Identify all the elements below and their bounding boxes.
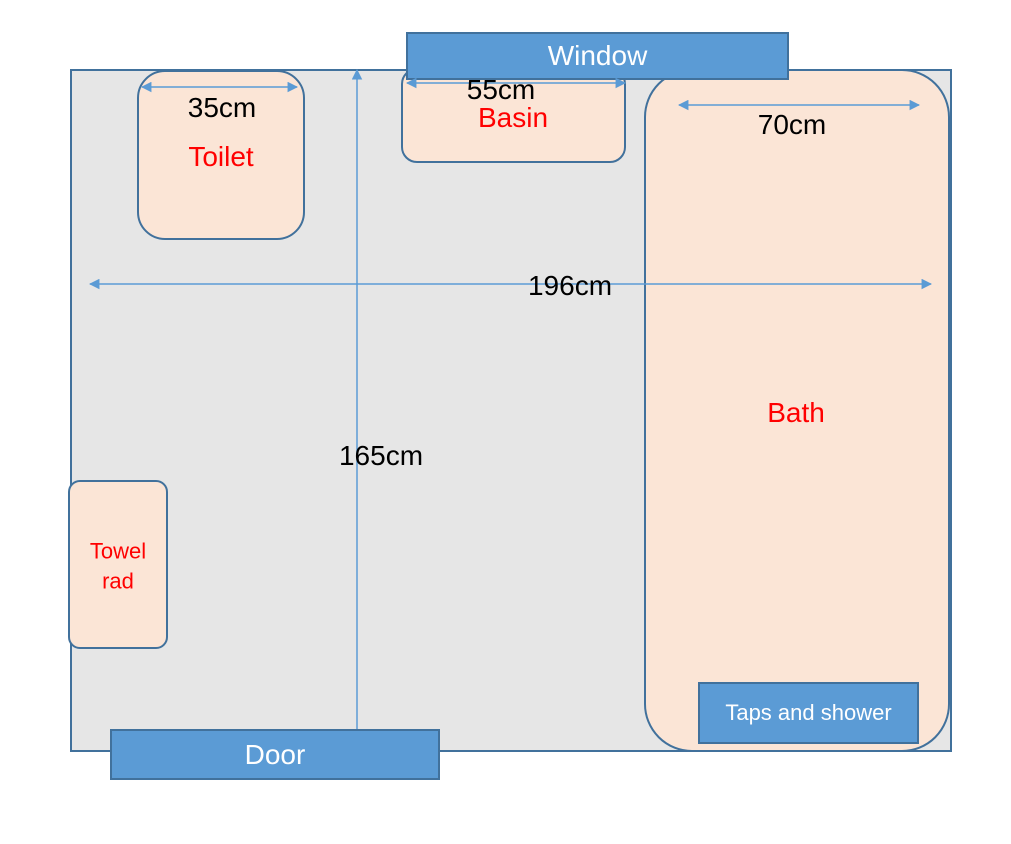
basin-width-label: 55cm xyxy=(466,73,536,105)
window-label: Window xyxy=(547,40,648,71)
bath-label: Bath xyxy=(767,396,825,428)
taps-and-shower-label: Taps and shower xyxy=(725,700,892,725)
window: Window xyxy=(406,32,789,80)
bath xyxy=(644,69,950,752)
towel-rad-label-line1: Towel xyxy=(89,538,147,564)
toilet-label: Toilet xyxy=(188,140,254,172)
bath-width-label: 70cm xyxy=(757,108,827,140)
basin-label: Basin xyxy=(477,101,549,133)
room-width-label: 196cm xyxy=(527,269,613,301)
toilet-width-label: 35cm xyxy=(187,91,257,123)
towel-rad xyxy=(68,480,168,649)
door-label: Door xyxy=(244,738,306,770)
door: Door xyxy=(110,729,440,780)
room-depth-label: 165cm xyxy=(338,439,424,471)
taps-and-shower: Taps and shower xyxy=(698,682,919,744)
toilet xyxy=(137,70,305,240)
towel-rad-label-line2: rad xyxy=(102,568,134,594)
